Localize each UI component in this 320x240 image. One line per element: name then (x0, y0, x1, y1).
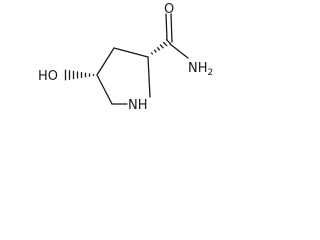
carbonyl-oxygen-label: O (164, 2, 174, 17)
bond-carbonyl-amide-n (169, 43, 189, 59)
hydroxyl-label: HO (38, 69, 58, 84)
bond-c3-c4 (96, 47, 115, 76)
hashed-wedge-bond-c2-carbonyl (150, 39, 172, 55)
amide-nitrogen-label: NH2 (188, 61, 213, 78)
molecule-structure-diagram: HO NH O NH2 (38, 2, 213, 113)
hashed-wedge-bond-c4-oh (64, 69, 95, 81)
amide-nitrogen-subscript: 2 (208, 68, 214, 78)
ring-nitrogen-label: NH (128, 98, 148, 113)
bond-n1-c2 (147, 56, 151, 98)
amide-nitrogen-text: NH (188, 61, 208, 76)
bond-carbonyl-double-2 (170, 13, 173, 43)
bond-c4-c5 (96, 74, 113, 105)
bond-carbonyl-double-1 (165, 13, 168, 41)
bond-c2-c3 (113, 47, 149, 58)
